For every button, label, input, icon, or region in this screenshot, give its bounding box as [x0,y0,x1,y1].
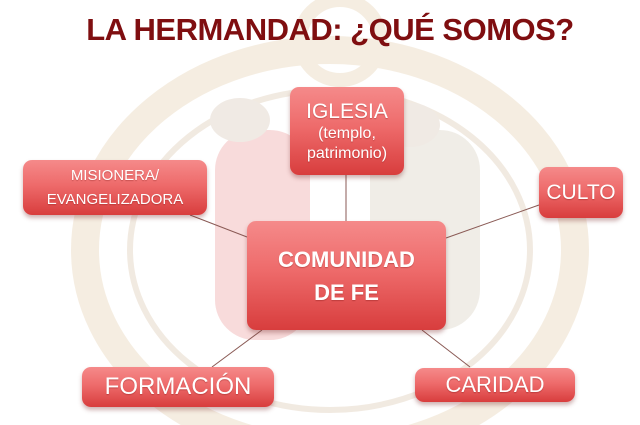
slide-title: LA HERMANDAD: ¿QUÉ SOMOS? [86,12,574,47]
node-center-line-2: DE FE [314,279,379,305]
connector-caridad [421,329,471,368]
node-center-line-1: COMUNIDAD [278,246,415,272]
node-formacion: FORMACIÓN [82,367,274,407]
connector-culto [445,204,540,239]
connector-formacion [211,329,263,368]
node-center-comunidad: COMUNIDAD DE FE [247,221,446,330]
node-misionera: MISIONERA/ EVANGELIZADORA [23,160,207,215]
node-formacion-label: FORMACIÓN [104,372,252,400]
node-culto: CULTO [539,167,623,218]
node-misionera-line-2: EVANGELIZADORA [46,190,184,208]
node-caridad: CARIDAD [415,368,575,402]
node-iglesia-line-1: IGLESIA [306,100,388,124]
node-iglesia-line-3: patrimonio) [306,144,388,162]
connector-misionera [189,214,248,238]
node-caridad-label: CARIDAD [445,371,545,397]
node-iglesia: IGLESIA (templo, patrimonio) [290,87,404,175]
node-misionera-line-1: MISIONERA/ [70,167,160,185]
node-iglesia-line-2: (templo, [318,125,376,143]
node-culto-label: CULTO [546,180,616,204]
